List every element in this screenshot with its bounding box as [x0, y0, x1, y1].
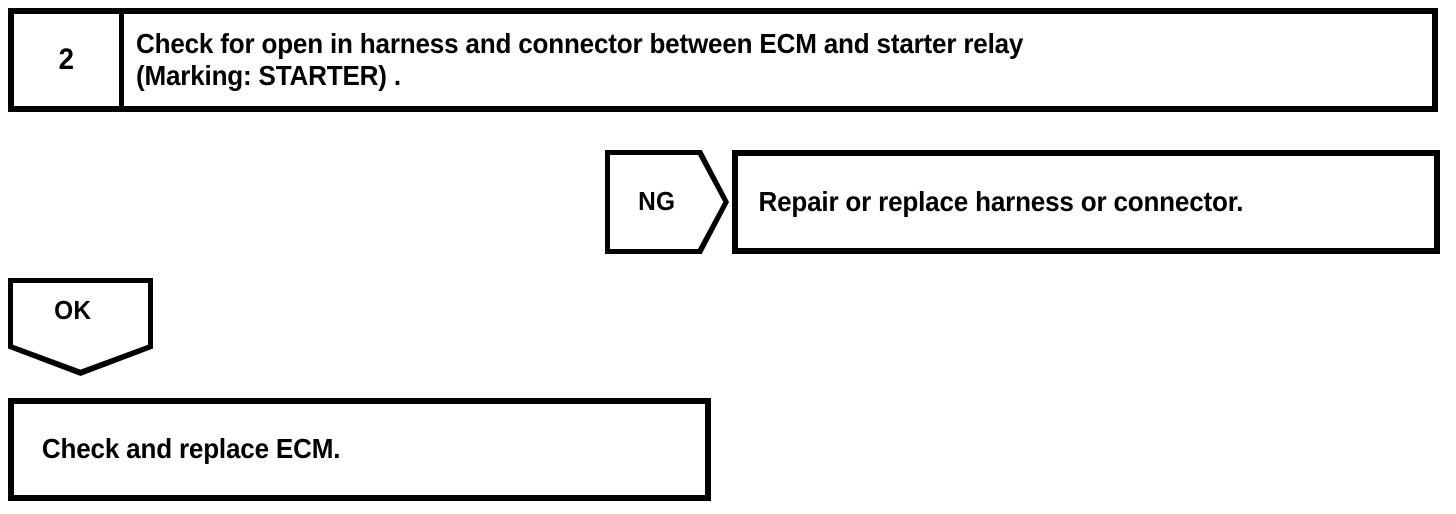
result-box-ok: Check and replace ECM.	[8, 398, 711, 501]
step-instruction-cell: Check for open in harness and connector …	[124, 14, 1432, 106]
step-instruction-line-2: (Marking: STARTER) .	[136, 60, 401, 91]
branch-marker-ng	[605, 150, 729, 254]
result-box-ng: Repair or replace harness or connector.	[732, 150, 1440, 254]
step-box: 2 Check for open in harness and connecto…	[8, 8, 1438, 112]
branch-label-ok: OK	[54, 295, 92, 325]
result-text-ok: Check and replace ECM.	[41, 433, 341, 465]
step-instruction-line-1: Check for open in harness and connector …	[136, 27, 1024, 59]
result-text-ng: Repair or replace harness or connector.	[758, 185, 1244, 217]
step-number: 2	[58, 43, 75, 76]
branch-marker-ok	[8, 278, 153, 376]
step-number-cell: 2	[14, 14, 124, 106]
branch-marker-ng-fill	[610, 155, 724, 249]
branch-label-ng: NG	[638, 186, 676, 216]
